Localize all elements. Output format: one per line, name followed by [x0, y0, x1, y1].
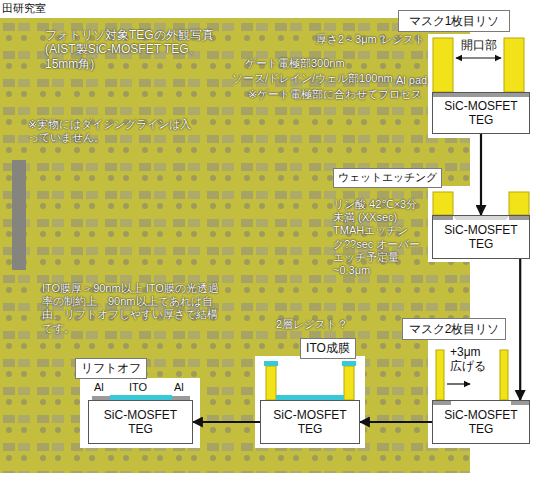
illustration-part — [436, 350, 444, 400]
node-text: SiC-MOSFET TEG — [272, 408, 348, 437]
illustration-part — [504, 38, 524, 92]
process-note: 2層レジスト？ — [276, 318, 348, 331]
cross-section-1 — [432, 38, 530, 134]
part-name: Al pad — [396, 74, 427, 87]
step-label: マスク2枚目リソ — [402, 318, 506, 340]
dimension-label: +3μm 広げる — [450, 345, 494, 374]
part-name: レジスト — [381, 33, 425, 46]
illustration-part — [433, 401, 451, 405]
flow-arrow — [193, 421, 260, 423]
illustration-part — [433, 93, 529, 97]
flow-arrow — [480, 134, 482, 215]
figure-backgrounds — [80, 34, 534, 448]
illustration-part — [266, 366, 276, 400]
illustration-part — [453, 216, 509, 220]
illustration-part — [447, 383, 470, 384]
illustration-part — [0, 18, 470, 473]
node-text: ITO成膜 — [306, 341, 350, 355]
thickness-note: 厚さ2～3μm？ — [316, 33, 388, 46]
illustration-part — [432, 92, 530, 134]
step-label: ウェットエッチング — [333, 168, 442, 188]
thickness-note: ソース/ドレイン/ウェル部100nm — [232, 72, 393, 85]
illustration-part — [428, 34, 534, 138]
illustration-part — [264, 361, 278, 366]
photo-note: ※実物にはダイシングラインは入っていません。 — [28, 118, 193, 144]
node-text: SiC-MOSFET TEG — [443, 99, 519, 128]
process-note: ※ゲート電極部に合わせてプロセス — [248, 88, 422, 101]
flow-arrow — [519, 259, 521, 400]
substrate-box: SiC-MOSFET TEG — [260, 400, 360, 444]
substrate-box: SiC-MOSFET TEG — [88, 400, 193, 444]
illustration-part — [509, 216, 529, 220]
cross-section-5 — [88, 395, 193, 444]
etch-condition: リン酸 42℃×3分未満 (XXsec) TMAHエッチング??sec オーバー… — [333, 198, 427, 277]
illustration-part — [80, 378, 200, 448]
illustration-part — [511, 401, 529, 405]
illustration-part — [456, 57, 501, 58]
illustration-part — [88, 400, 193, 444]
layer-label: Al — [174, 381, 184, 394]
node-text: ウェットエッチング — [338, 171, 437, 184]
step-label: マスク1枚目リソ — [398, 10, 510, 32]
cross-section-4 — [260, 361, 360, 444]
illustration-part — [344, 366, 354, 400]
substrate-box: SiC-MOSFET TEG — [432, 92, 530, 134]
illustration-part — [433, 216, 453, 220]
illustration-part — [0, 18, 470, 473]
node-text: マスク2枚目リソ — [409, 322, 500, 336]
illustration-part — [432, 400, 530, 444]
illustration-part — [255, 356, 365, 448]
node-text: SiC-MOSFET TEG — [103, 408, 179, 437]
layer-label: Al — [94, 381, 104, 394]
flow-arrow — [360, 421, 432, 423]
substrate-box: SiC-MOSFET TEG — [432, 400, 530, 444]
photo-caption: フォトリソ対象TEGの外観写真 (AIST製SiC-MOSFET TEG、 15… — [45, 28, 235, 71]
illustration-part — [433, 192, 453, 215]
illustration-part — [342, 361, 356, 366]
illustration-part — [260, 400, 360, 444]
illustration-part — [509, 192, 529, 215]
node-text: SiC-MOSFET TEG — [443, 408, 519, 437]
illustration-part — [500, 350, 508, 400]
substrate-box: SiC-MOSFET TEG — [432, 215, 530, 259]
dimension-label: 開口部 — [461, 38, 497, 52]
header-text: 田研究室 — [2, 2, 46, 15]
film-note: ITO膜厚＞90nm以上 ITO膜の光透過率の制約上、90nm以上であれば自由。… — [42, 282, 227, 335]
wafer-photo — [0, 18, 470, 473]
node-text: SiC-MOSFET TEG — [443, 223, 519, 252]
layer-label: ITO — [129, 381, 147, 394]
node-text: リフトオフ — [81, 361, 141, 375]
node-text: マスク1枚目リソ — [409, 14, 500, 28]
illustration-part — [12, 160, 26, 270]
illustration-part — [432, 215, 530, 259]
step-label: リフトオフ — [75, 358, 147, 379]
illustration-part — [428, 340, 534, 448]
step-label: ITO成膜 — [300, 338, 356, 359]
illustration-part — [433, 38, 453, 92]
thickness-note: ゲート電極部300nm — [245, 57, 345, 70]
